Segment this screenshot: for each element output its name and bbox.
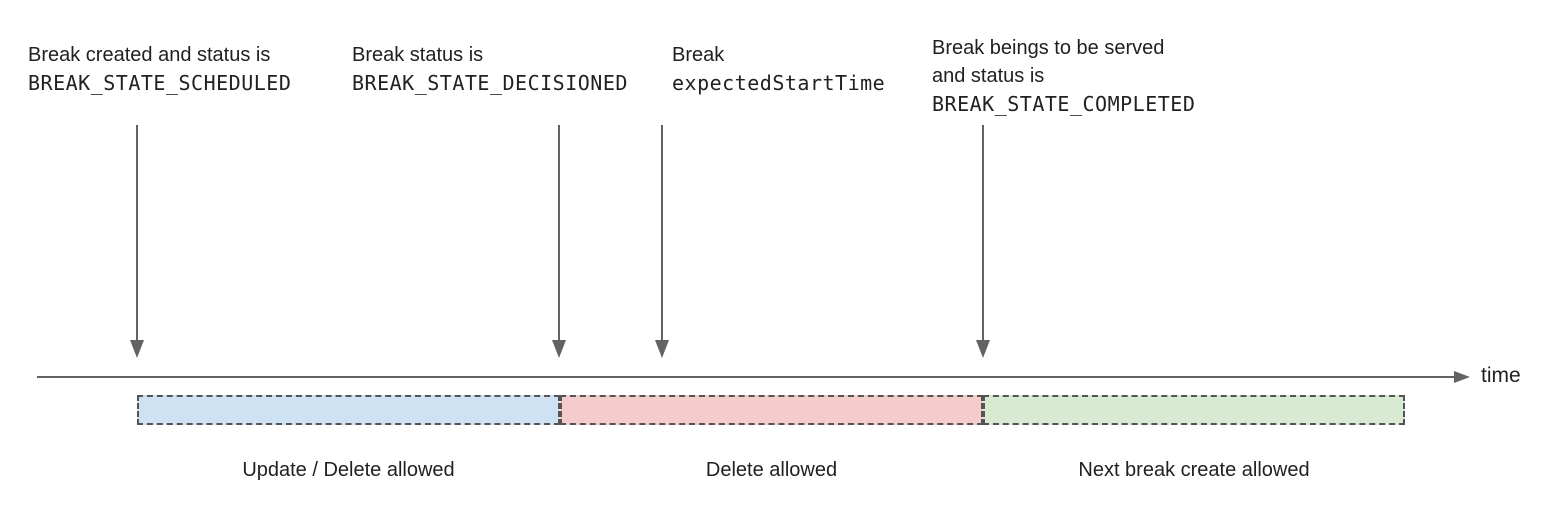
segment-label: Next break create allowed: [1078, 459, 1310, 481]
segment-label: Delete allowed: [705, 459, 838, 481]
right-arrow-icon: [1454, 371, 1470, 383]
arrow-head: [976, 340, 990, 358]
annotation-break-completed: Break beings to be served and status is …: [932, 34, 1195, 118]
down-arrow-icon: [552, 125, 566, 358]
timeline-axis: [37, 376, 1456, 378]
segment-delete-allowed: [560, 395, 983, 425]
arrow-head: [655, 340, 669, 358]
annotation-text: Break: [672, 44, 725, 66]
annotation-text: Break created and status is: [28, 44, 271, 66]
annotation-code: BREAK_STATE_COMPLETED: [932, 92, 1196, 116]
annotation-code: expectedStartTime: [672, 71, 886, 95]
arrow-head: [552, 340, 566, 358]
down-arrow-icon: [976, 125, 990, 358]
annotation-expected-start-time: Break expectedStartTime: [672, 41, 885, 97]
arrow-shaft: [661, 125, 663, 342]
down-arrow-icon: [655, 125, 669, 358]
annotation-code: BREAK_STATE_DECISIONED: [352, 71, 628, 95]
annotation-break-decisioned: Break status is BREAK_STATE_DECISIONED: [352, 41, 628, 97]
down-arrow-icon: [130, 125, 144, 358]
segment-update-delete-allowed: [137, 395, 560, 425]
arrow-head: [130, 340, 144, 358]
arrow-shaft: [982, 125, 984, 342]
annotation-break-scheduled: Break created and status is BREAK_STATE_…: [28, 41, 291, 97]
annotation-text: Break status is: [352, 44, 484, 66]
arrow-shaft: [136, 125, 138, 342]
arrow-shaft: [558, 125, 560, 342]
annotation-text: Break beings to be served: [932, 37, 1165, 59]
timeline-label: time: [1481, 364, 1521, 387]
segment-label: Update / Delete allowed: [242, 459, 455, 481]
annotation-text: and status is: [932, 65, 1045, 87]
segment-next-break-create-allowed: [983, 395, 1405, 425]
annotation-code: BREAK_STATE_SCHEDULED: [28, 71, 292, 95]
